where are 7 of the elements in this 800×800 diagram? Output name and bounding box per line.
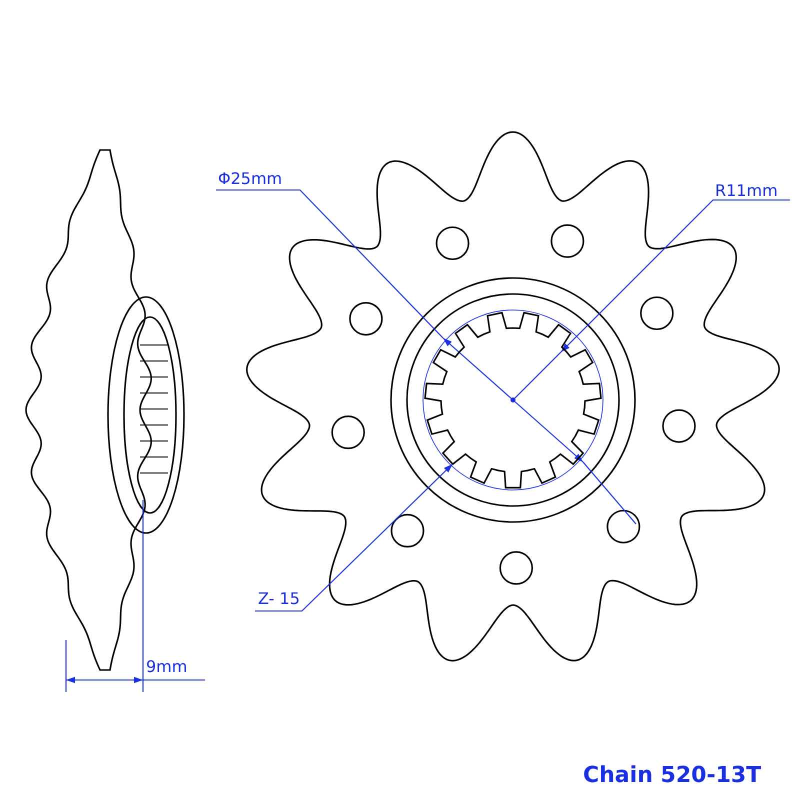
chain-spec-label: Chain 520-13T	[583, 762, 762, 790]
spline-teeth-outline	[424, 312, 602, 488]
leader-line	[255, 464, 453, 612]
radius-label: R11mm	[715, 180, 778, 202]
width-label: 9mm	[146, 656, 188, 678]
diameter-label: Φ25mm	[218, 168, 282, 190]
tooth-count-label: Z- 15	[258, 589, 300, 609]
